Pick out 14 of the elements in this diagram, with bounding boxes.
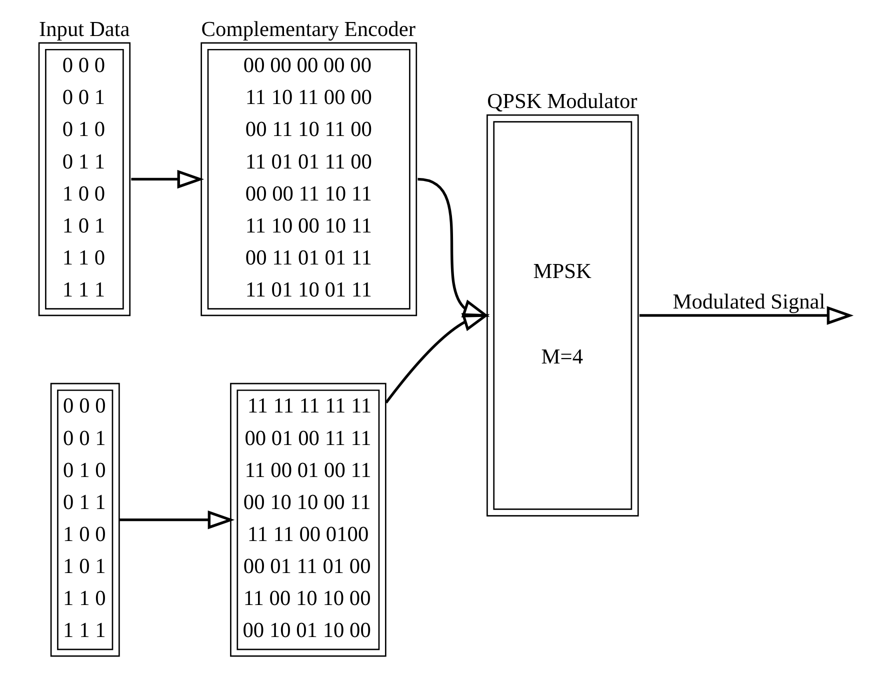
- node-box: MPSK M=4: [486, 114, 639, 516]
- node-box: 11 11 11 11 11 00 01 00 11 11 11 00 01 00 11 00 10 10 00 11 11 11 00 0100 00 01 11 01 00 11 00 10 10 00 00 10 01 10 00: [230, 382, 386, 657]
- arrow: [418, 178, 490, 318]
- node-label: Complementary Encoder: [201, 17, 416, 42]
- node-label: Input Data: [39, 17, 130, 42]
- node-box: 0 0 0 0 0 1 0 1 0 0 1 1 1 0 0 1 0 1 1 1 0 1 1 1: [50, 382, 120, 657]
- arrow: [120, 510, 235, 530]
- node-box: 0 0 0 0 0 1 0 1 0 0 1 1 1 0 0 1 0 1 1 1 0 1 1 1: [38, 42, 131, 316]
- node-label: QPSK Modulator: [487, 89, 638, 114]
- edge-label: Modulated Signal: [672, 290, 826, 314]
- arrow: [131, 170, 204, 189]
- arrow: [385, 313, 490, 404]
- node-box: 00 00 00 00 00 11 10 11 00 00 00 11 10 11 00 11 01 01 11 00 00 00 11 10 11 11 10 00 10 11 00 11 01 01 11 11 01 10 01 11: [200, 42, 418, 316]
- arrow: [639, 306, 854, 325]
